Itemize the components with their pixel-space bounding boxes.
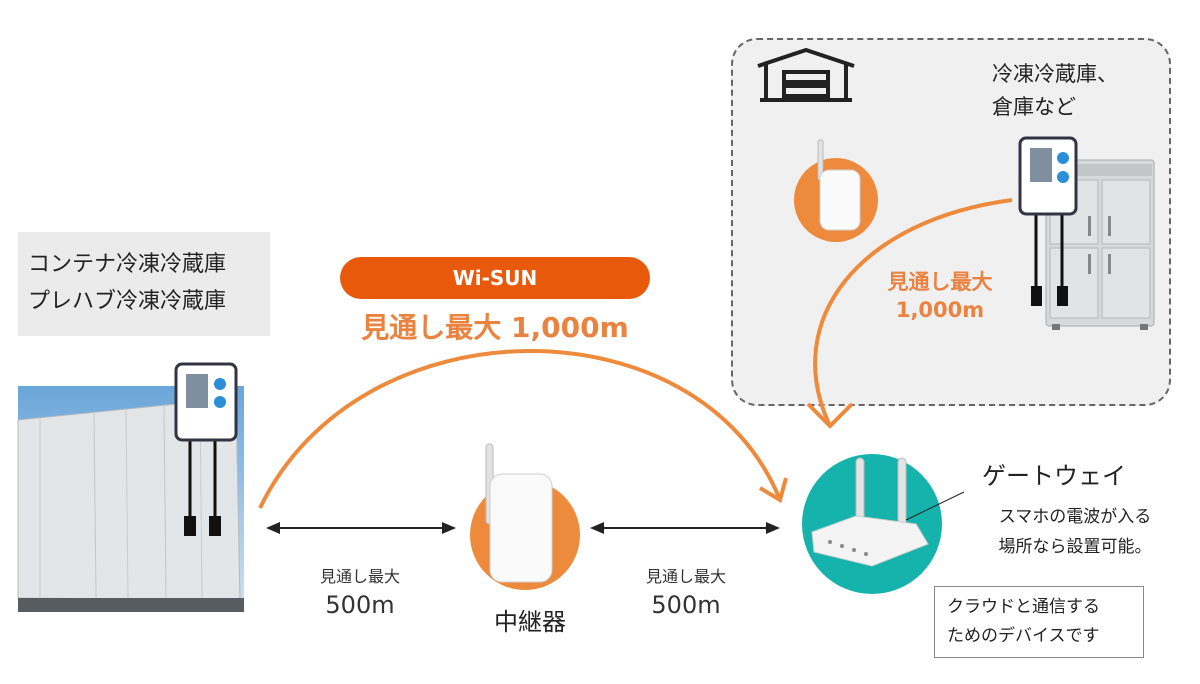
right-distance-line2: 500m [651,591,721,619]
wisun-badge: Wi-SUN [340,257,650,299]
warehouse-arc [813,198,1013,427]
cloud-note-line1: クラウドと通信する [947,597,1100,617]
gateway-title: ゲートウェイ [982,462,1126,490]
warehouse-relay-device [794,139,878,242]
right-distance-line1: 見通し最大 [645,567,726,586]
warehouse-icon [757,47,855,102]
warehouse-sensor-device [1018,136,1078,306]
wisun-range-label: 見通し最大 1,000m [361,311,629,344]
container-sensor-device [174,362,238,536]
left-distance-arrow [266,522,456,534]
container-label-line1: コンテナ冷凍冷蔵庫 [28,252,227,277]
gateway-note: スマホの電波が入る 場所なら設置可能。 [970,502,1180,562]
warehouse-label-line2: 倉庫など [992,95,1076,119]
wisun-arc-arrowhead [758,477,788,504]
container-label-line2: プレハブ冷凍冷蔵庫 [28,289,227,314]
warehouse-arc-arrowhead [806,402,854,429]
cloud-note-box: クラウドと通信する ためのデバイスです [934,586,1144,658]
cloud-note-line2: ためのデバイスです [947,626,1100,646]
right-distance-label: 見通し最大 500m [626,566,746,622]
left-distance-line1: 見通し最大 [319,567,400,586]
gateway-device [802,454,942,594]
gateway-callout-line [905,491,965,521]
wisun-arc [258,349,782,509]
relay-label: 中継器 [494,608,566,636]
warehouse-range-line2: 1,000m [895,298,985,322]
warehouse-label: 冷凍冷蔵庫、 倉庫など [992,58,1118,124]
right-distance-arrow [590,522,780,534]
warehouse-range-label: 見通し最大 1,000m [850,268,1030,324]
container-label: コンテナ冷凍冷蔵庫 プレハブ冷凍冷蔵庫 [18,232,270,336]
relay-device [470,443,580,590]
warehouse-range-line1: 見通し最大 [887,270,993,294]
left-distance-label: 見通し最大 500m [300,566,420,622]
gateway-note-line2: 場所なら設置可能。 [998,537,1152,557]
gateway-note-line1: スマホの電波が入る [998,507,1152,527]
warehouse-label-line1: 冷凍冷蔵庫、 [992,62,1118,86]
left-distance-line2: 500m [325,591,395,619]
